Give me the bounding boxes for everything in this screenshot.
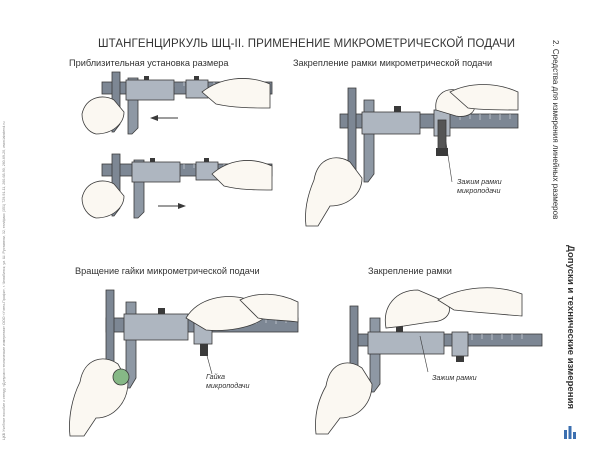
publisher-logo-icon xyxy=(564,426,576,439)
panel-title-fix-frame: Закрепление рамки xyxy=(368,266,452,276)
caliper-icon xyxy=(81,71,273,135)
caliper-icon xyxy=(305,84,519,227)
callout-feed-frame-clamp: Зажим рамки микроподачи xyxy=(457,177,502,195)
panel-title-turn-feed-nut: Вращение гайки микрометрической подачи xyxy=(75,266,260,276)
caliper-icon xyxy=(81,153,273,219)
panel-title-approx-setting: Приблизительная установка размера xyxy=(69,58,229,68)
callout-feed-nut: Гайка микроподачи xyxy=(206,372,250,390)
page-title: ШТАНГЕНЦИРКУЛЬ ШЦ-II. ПРИМЕНЕНИЕ МИКРОМЕ… xyxy=(98,38,516,50)
caliper-icon xyxy=(69,289,299,437)
vertical-book-title: Допуски и технические измерения xyxy=(565,245,576,410)
callout-frame-clamp: Зажим рамки xyxy=(432,373,477,382)
vertical-side-note: ЦКВ Учебное пособие к стенду «Допуски и … xyxy=(2,121,6,440)
panel-title-fix-feed-frame: Закрепление рамки микрометрической подач… xyxy=(293,58,493,68)
vertical-section-label: 2. Средства для измерения линейных разме… xyxy=(551,40,560,220)
caliper-icon xyxy=(315,287,543,435)
